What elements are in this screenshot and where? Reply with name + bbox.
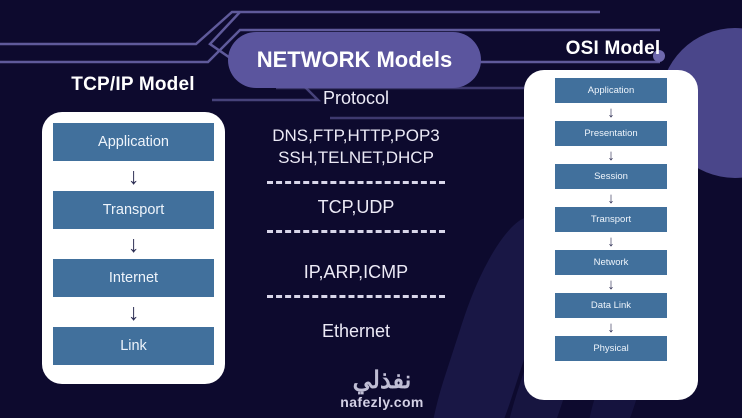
arrow-down-icon: ↓	[607, 232, 615, 250]
protocol-separator	[267, 295, 445, 298]
protocol-heading: Protocol	[322, 88, 390, 108]
network-models-title-text: NETWORK Models	[256, 47, 453, 72]
tcp-ip-layer-stack: Application ↓ Transport ↓ Internet ↓ Lin…	[42, 112, 225, 384]
watermark-arabic-text: نفذلي	[352, 367, 412, 394]
protocol-transport-line: TCP,UDP	[317, 197, 395, 217]
arrow-down-icon: ↓	[127, 230, 140, 257]
arrow-down-icon: ↓	[607, 318, 615, 336]
protocol-column: Protocol DNS,FTP,HTTP,POP3 SSH,TELNET,DH…	[245, 88, 467, 342]
osi-layer-network[interactable]: Network	[555, 250, 667, 275]
protocol-separator	[267, 230, 445, 233]
arrow-down-icon: ↓	[607, 189, 615, 207]
tcp-layer-link[interactable]: Link	[53, 327, 214, 365]
arrow-down-icon: ↓	[607, 103, 615, 121]
osi-model-title: OSI Model	[565, 38, 661, 59]
protocol-application-line-2: SSH,TELNET,DHCP	[278, 148, 434, 167]
network-models-title-pill: NETWORK Models	[228, 32, 481, 88]
osi-layer-session[interactable]: Session	[555, 164, 667, 189]
osi-model-card: Application ↓ Presentation ↓ Session ↓ T…	[524, 70, 698, 400]
watermark: نفذلي nafezly.com	[312, 367, 452, 411]
tcp-layer-internet[interactable]: Internet	[53, 259, 214, 297]
protocol-application-line-1: DNS,FTP,HTTP,POP3	[272, 126, 440, 145]
arrow-down-icon: ↓	[607, 275, 615, 293]
arrow-down-icon: ↓	[127, 298, 140, 325]
tcp-layer-transport[interactable]: Transport	[53, 191, 214, 229]
protocol-internet-line: IP,ARP,ICMP	[303, 262, 409, 282]
osi-layer-physical[interactable]: Physical	[555, 336, 667, 361]
osi-layer-transport[interactable]: Transport	[555, 207, 667, 232]
protocol-link-line: Ethernet	[321, 321, 391, 341]
osi-layer-application[interactable]: Application	[555, 78, 667, 103]
arrow-down-icon: ↓	[127, 162, 140, 189]
tcp-ip-model-card: Application ↓ Transport ↓ Internet ↓ Lin…	[42, 112, 225, 384]
osi-layer-presentation[interactable]: Presentation	[555, 121, 667, 146]
watermark-domain-text: nafezly.com	[340, 394, 424, 410]
osi-layer-data-link[interactable]: Data Link	[555, 293, 667, 318]
tcp-ip-model-title: TCP/IP Model	[71, 74, 195, 95]
tcp-layer-application[interactable]: Application	[53, 123, 214, 161]
protocol-separator	[267, 181, 445, 184]
osi-layer-stack: Application ↓ Presentation ↓ Session ↓ T…	[524, 70, 698, 400]
arrow-down-icon: ↓	[607, 146, 615, 164]
